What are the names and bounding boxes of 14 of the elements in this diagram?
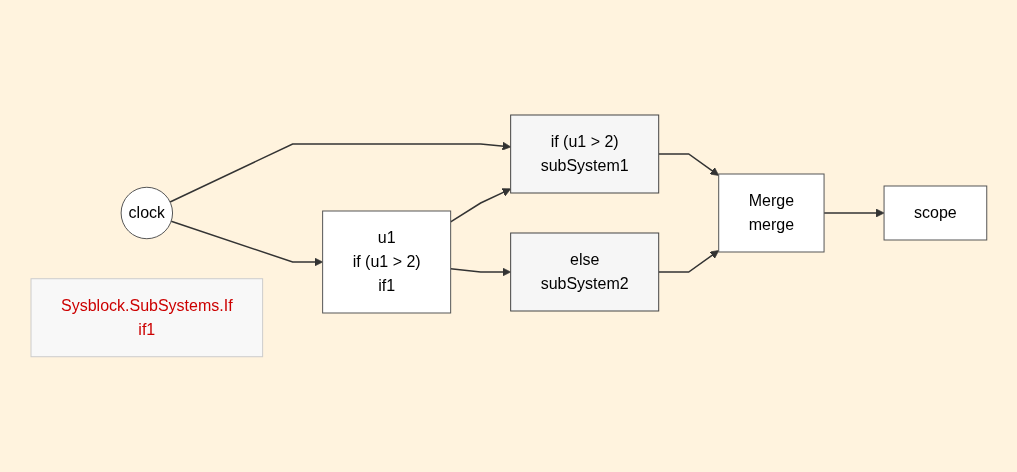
node-box: else subSystem2 [509,232,659,312]
node-circle: clock [120,186,173,240]
arrow [657,250,719,273]
arrow [657,153,719,176]
node-box: if (u1 > 2) subSystem1 [509,114,659,194]
node-box: Sysblock.SubSystems.If if1 [30,278,263,358]
node-box: Merge merge [717,173,825,253]
node-box: scope [883,185,987,241]
arrow [449,188,511,223]
node-box: u1 if (u1 > 2) if1 [321,210,451,314]
arrow [168,141,511,203]
arrow [449,267,511,277]
arrow [170,220,323,267]
arrow [822,208,885,218]
